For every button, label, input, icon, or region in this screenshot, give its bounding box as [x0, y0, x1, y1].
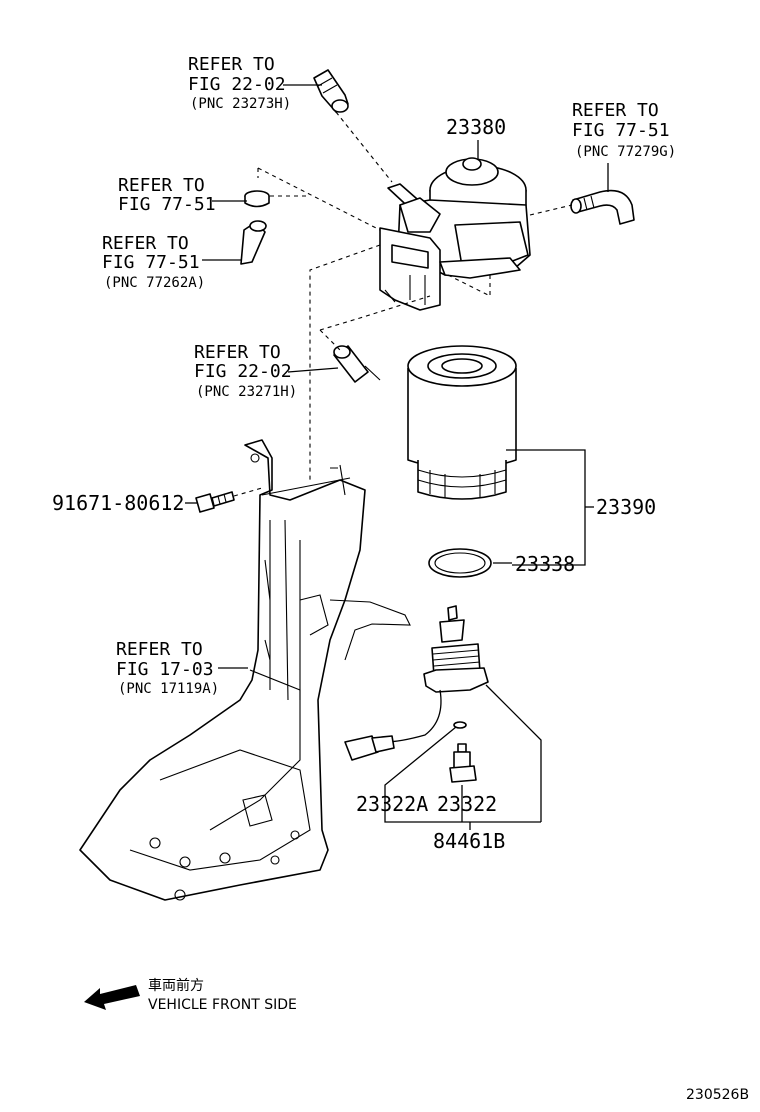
hose-77279g-drawing [570, 189, 635, 225]
callout-23271h-line1: REFER TO [194, 342, 281, 363]
callout-23271h-pnc: (PNC 23271H) [196, 384, 297, 400]
front-arrow-icon [84, 985, 140, 1010]
part-number-84461b: 84461B [433, 829, 505, 853]
front-label-jp: 車両前方 [148, 977, 204, 994]
hose-23273h-drawing [313, 69, 349, 113]
vehicle-front-indicator: 車両前方 VEHICLE FRONT SIDE [84, 977, 297, 1013]
callout-23273h-line2: FIG 22-02 [188, 74, 286, 95]
bracket-17119a-drawing [79, 439, 411, 901]
callout-17119a-pnc: (PNC 17119A) [118, 681, 219, 697]
part-number-23390: 23390 [596, 495, 656, 519]
callout-77279g: REFER TO FIG 77-51 (PNC 77279G) [572, 100, 676, 160]
callout-17119a-line1: REFER TO [116, 639, 203, 660]
front-label-en: VEHICLE FRONT SIDE [148, 997, 297, 1013]
diagram-code: 230526B [686, 1087, 749, 1103]
callout-77262a-pnc: (PNC 77262A) [104, 275, 205, 291]
part-number-23380: 23380 [446, 115, 506, 139]
callout-77262a: REFER TO FIG 77-51 (PNC 77262A) [102, 233, 205, 291]
callout-clamp: REFER TO FIG 77-51 [118, 175, 216, 215]
callout-17119a-line2: FIG 17-03 [116, 659, 214, 680]
callout-77279g-line1: REFER TO [572, 100, 659, 121]
callout-23271h-line2: FIG 22-02 [194, 361, 292, 382]
callout-23271h: REFER TO FIG 22-02 (PNC 23271H) [194, 342, 297, 400]
callout-77279g-pnc: (PNC 77279G) [575, 144, 676, 160]
callout-17119a: REFER TO FIG 17-03 (PNC 17119A) [116, 639, 219, 697]
filter-head-23380-drawing [379, 157, 531, 311]
callout-clamp-line2: FIG 77-51 [118, 194, 216, 215]
hose-23271h-drawing [333, 345, 381, 383]
callout-77279g-line2: FIG 77-51 [572, 120, 670, 141]
leader-lines [185, 84, 609, 830]
filter-element-23390-drawing [407, 345, 517, 500]
o-ring-23338-drawing [428, 548, 492, 578]
callout-clamp-line1: REFER TO [118, 175, 205, 196]
callout-23273h-pnc: (PNC 23273H) [190, 96, 291, 112]
hose-77262a-drawing [240, 220, 267, 265]
part-number-91671-80612: 91671-80612 [52, 491, 184, 515]
part-number-23338: 23338 [515, 552, 575, 576]
callout-77262a-line1: REFER TO [102, 233, 189, 254]
callout-23273h-line1: REFER TO [188, 54, 275, 75]
bolt-91671-80612-drawing [195, 491, 235, 513]
clamp-drawing [244, 190, 270, 208]
callout-23273h: REFER TO FIG 22-02 (PNC 23273H) [188, 54, 291, 112]
dashed-assembly-lines [233, 111, 573, 497]
part-number-23322: 23322 [437, 792, 497, 816]
callout-77262a-line2: FIG 77-51 [102, 252, 200, 273]
sensor-assembly-drawing [344, 605, 489, 783]
part-number-23322a: 23322A [356, 792, 428, 816]
